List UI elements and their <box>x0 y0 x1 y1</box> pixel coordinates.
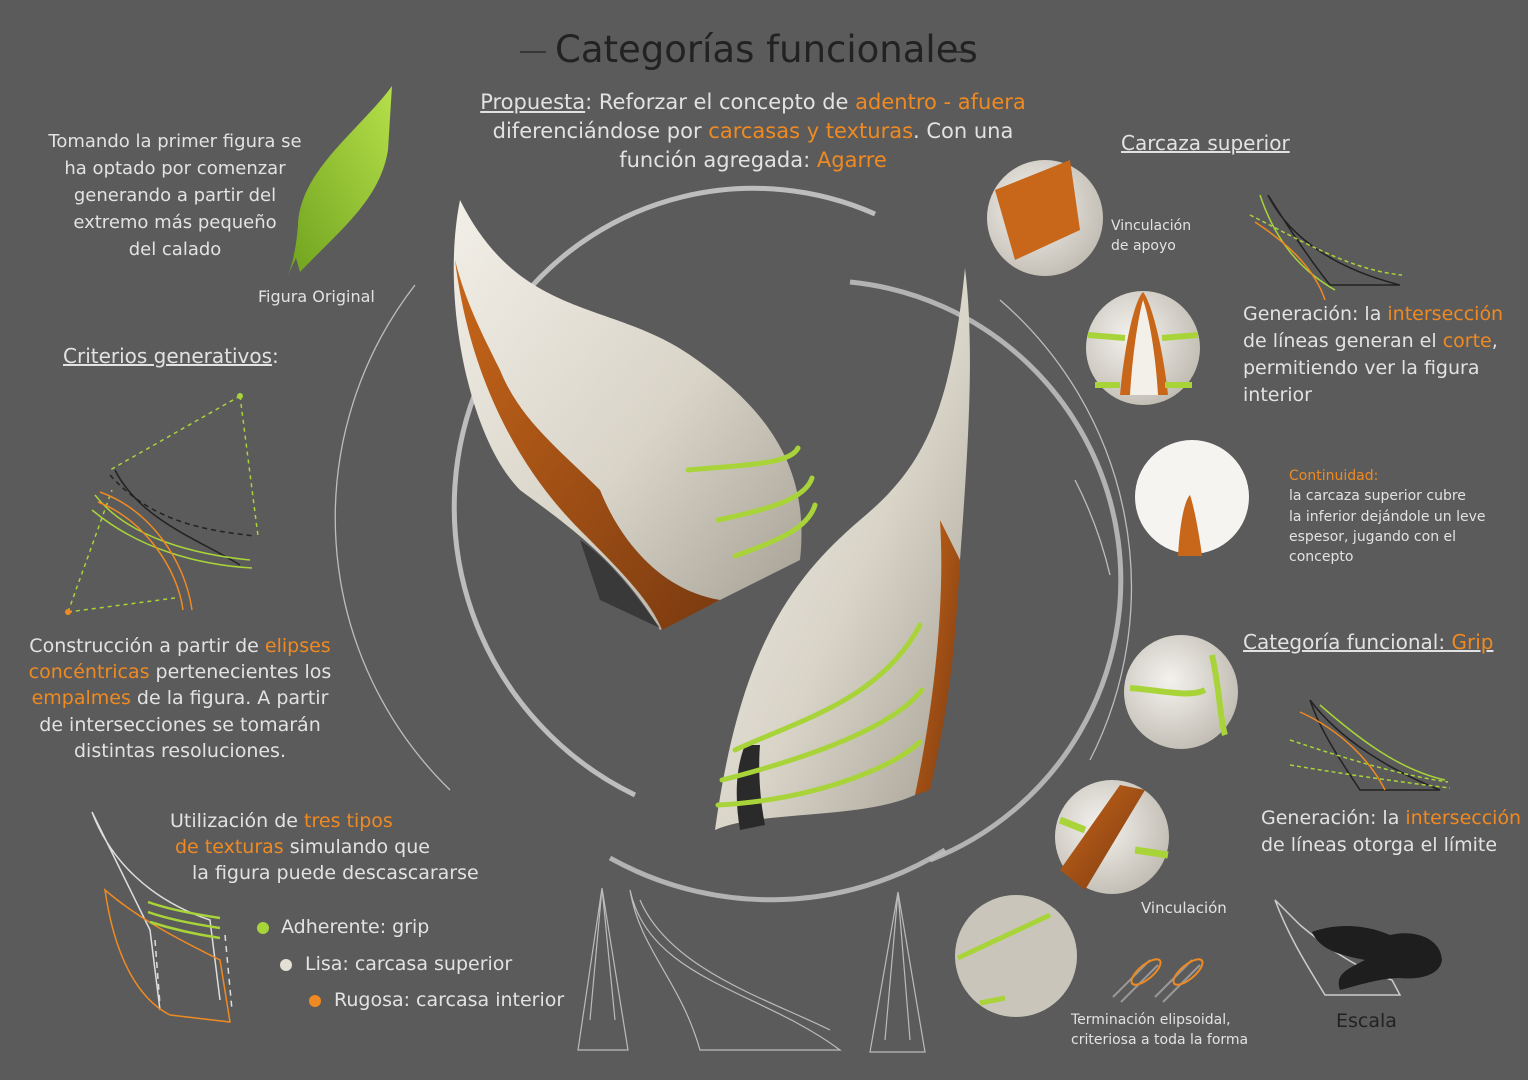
highlight-text: Agarre <box>816 147 887 172</box>
text-line: la carcaza superior cubre <box>1289 488 1466 505</box>
highlight-text: adentro - afuera <box>855 90 1026 114</box>
text-line: del calado <box>128 239 222 260</box>
highlight-text: concéntricas <box>28 661 150 684</box>
text-line: de apoyo <box>1111 238 1176 255</box>
proposal-label: Propuesta <box>480 90 586 114</box>
text-segment: de la figura. A partir <box>130 687 329 710</box>
text-line: de intersecciones se tomarán <box>39 713 321 736</box>
legend-label-grip: Adherente: grip <box>281 916 430 938</box>
main-form-right <box>715 268 970 830</box>
text-line: extremo más pequeño <box>73 212 277 233</box>
text-segment: : <box>272 344 279 368</box>
text-segment: simulando que <box>283 836 430 859</box>
intersection-diagram-grip <box>1289 699 1451 791</box>
text-line: la inferior dejándole un leve <box>1289 508 1486 525</box>
legend-label-rough: Rugosa: carcasa interior <box>334 989 565 1011</box>
legend-label-smooth: Lisa: carcasa superior <box>305 953 513 975</box>
highlight-text: corte <box>1442 330 1492 353</box>
legend-dot-smooth <box>280 959 292 971</box>
textures-text: Utilización de tres tipos de texturas si… <box>170 808 479 887</box>
legend-dot-rough <box>309 995 321 1007</box>
continuity-text: Continuidad: la carcaza superior cubre l… <box>1289 466 1486 567</box>
text-segment: diferenciándose por <box>492 118 709 143</box>
grip-generation-text: Generación: la intersección de líneas ot… <box>1261 805 1521 859</box>
highlight-text: elipses <box>264 635 331 657</box>
text-segment: Generación: la <box>1243 303 1388 325</box>
grip-category-title: Categoría funcional: Grip <box>1243 629 1493 657</box>
text-segment: de líneas generan el <box>1243 330 1443 353</box>
text-segment: . Con una <box>913 118 1014 143</box>
text-segment: Categoría funcional: <box>1243 630 1452 654</box>
text-line: concepto <box>1289 549 1354 566</box>
highlight-text: carcasas y texturas <box>708 118 914 143</box>
highlight-text: Grip <box>1451 630 1494 654</box>
text-segment: Construcción a partir de <box>29 635 265 657</box>
ellipse-construction-diagram <box>65 393 259 615</box>
text-line: permitiendo ver la figura <box>1243 357 1480 380</box>
highlight-text: tres tipos <box>304 810 393 832</box>
continuity-title: Continuidad: <box>1289 468 1379 484</box>
text-segment: función agregada: <box>619 147 817 172</box>
text-segment: , <box>1491 330 1498 353</box>
criteria-title: Criterios generativos: <box>63 343 279 371</box>
text-segment: : Reforzar el concepto de <box>585 90 856 114</box>
text-line: Tomando la primer figura se <box>48 131 302 152</box>
proposal-text: Propuesta: Reforzar el concepto de adent… <box>453 88 1053 175</box>
textures-diagram <box>91 811 233 1023</box>
text-line: interior <box>1243 384 1312 407</box>
highlight-text: intersección <box>1405 807 1522 829</box>
support-link-label: Vinculación de apoyo <box>1111 216 1191 257</box>
ellipsoidal-ending-text: Terminación elipsoidal, criteriosa a tod… <box>1071 1010 1248 1051</box>
text-segment: pertenecientes los <box>149 661 332 684</box>
scale-diagram <box>1274 899 1442 996</box>
intersection-diagram-upper <box>1249 194 1403 301</box>
text-segment: Generación: la <box>1261 807 1406 829</box>
text-line: la figura puede descascararse <box>192 862 479 885</box>
original-figure <box>288 86 392 275</box>
link-label: Vinculación <box>1141 899 1227 917</box>
intro-text: Tomando la primer figura se ha optado po… <box>25 128 325 263</box>
main-form-left <box>453 200 818 630</box>
text-line: criteriosa a toda la forma <box>1071 1032 1249 1049</box>
construction-text: Construcción a partir de elipses concént… <box>20 633 340 764</box>
detail-thumbnails <box>955 160 1249 1017</box>
text-line: de líneas otorga el límite <box>1261 834 1498 857</box>
text-line: distintas resoluciones. <box>74 739 286 762</box>
text-line: Terminación elipsoidal, <box>1071 1012 1231 1028</box>
highlight-text: empalmes <box>31 687 131 710</box>
text-line: ha optado por comenzar <box>64 158 286 179</box>
upper-generation-text: Generación: la intersección de líneas ge… <box>1243 301 1503 410</box>
text-line: Vinculación <box>1111 218 1192 234</box>
original-figure-label: Figura Original <box>258 287 375 306</box>
page-title: Categorías funcionales <box>555 28 978 71</box>
highlight-text: de texturas <box>175 836 284 859</box>
text-line: espesor, jugando con el <box>1289 528 1457 545</box>
legend-dot-grip <box>257 922 269 934</box>
highlight-text: intersección <box>1387 303 1504 325</box>
text-line: generando a partir del <box>73 185 277 206</box>
criteria-title-text: Criterios generativos <box>63 344 273 368</box>
scale-label: Escala <box>1336 1010 1397 1032</box>
text-segment: Utilización de <box>170 810 305 832</box>
upper-shell-title: Carcaza superior <box>1121 131 1290 155</box>
view-drawings <box>577 887 926 1053</box>
ellipsoidal-ending-diagram <box>1112 958 1204 1003</box>
